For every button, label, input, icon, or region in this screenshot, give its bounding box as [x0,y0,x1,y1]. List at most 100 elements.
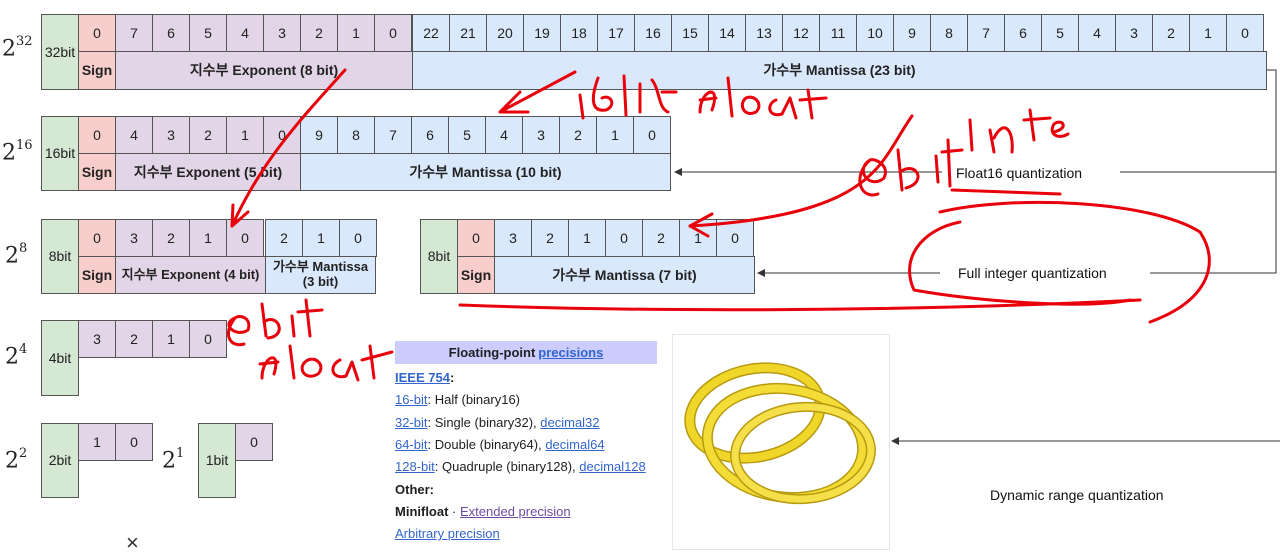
bit-index-cell: 0 [78,116,116,154]
power-2-32: 232 [2,34,33,62]
annotation-8bit-float [226,298,324,347]
mantissa-bit-index: 0 [633,116,671,154]
mantissa-field: 가수부 Mantissa (10 bit) [300,153,671,191]
mantissa-bit-index: 0 [339,219,377,257]
64-bit-link[interactable]: 64-bit [395,437,428,452]
annotation-float2 [258,344,394,382]
quadruple-row: 128-bit: Quadruple (binary128), decimal1… [395,459,646,474]
close-icon[interactable]: × [126,530,139,555]
mantissa-bit-index: 19 [523,14,561,52]
size-label-8bit: 8bit [41,219,79,294]
exponent-field: 지수부 Exponent (5 bit) [115,153,301,191]
mantissa-field: 가수부 Mantissa (23 bit) [412,51,1267,90]
size-label-8bit-int: 8bit [420,219,458,294]
exponent-field: 지수부 Exponent (8 bit) [115,51,413,90]
infobox-title: Floating-point precisions [395,341,657,364]
bit-index-cell: 0 [115,423,153,461]
exponent-bit-index: 4 [226,14,264,52]
exponent-bit-index: 4 [115,116,153,154]
decimal64-link[interactable]: decimal64 [545,437,605,452]
mantissa-bit-index: 0 [1226,14,1264,52]
mantissa-bit-index: 3 [494,219,532,257]
connector-line [1150,69,1277,274]
exponent-bit-index: 2 [152,219,190,257]
bit-index-cell: 0 [78,219,116,257]
power-2-2: 22 [5,446,28,474]
size-label-2bit: 2bit [41,423,79,498]
extended-precision-link[interactable]: Extended precision [460,504,571,519]
exponent-bit-index: 2 [189,116,227,154]
floating-point-infobox: Floating-point precisions IEEE 754: 16-b… [395,341,657,543]
decimal128-link[interactable]: decimal128 [579,459,646,474]
mantissa-bit-index: 10 [856,14,894,52]
full-integer-quantization-label: Full integer quantization [952,263,1113,283]
mantissa-bit-index: 20 [486,14,524,52]
mantissa-bit-index: 9 [893,14,931,52]
rubber-band-icon [684,362,876,505]
annotation-arrow [688,114,914,238]
arbitrary-precision-link[interactable]: Arbitrary precision [395,526,500,541]
exponent-bit-index: 6 [152,14,190,52]
sign-field: Sign [78,256,116,294]
mantissa-bit-index: 3 [1115,14,1153,52]
exponent-bit-index: 0 [226,219,264,257]
mantissa-field: 가수부 Mantissa (7 bit) [494,256,755,294]
exponent-bit-index: 0 [263,116,301,154]
mantissa-bit-index: 11 [819,14,857,52]
mantissa-bit-index: 0 [716,219,754,257]
bit-index-cell: 1 [78,423,116,461]
decimal32-link[interactable]: decimal32 [540,415,600,430]
ieee-754-link[interactable]: IEEE 754 [395,370,450,385]
exponent-bit-index: 2 [300,14,338,52]
mantissa-bit-index: 15 [671,14,709,52]
double-text: : Double (binary64), [427,437,546,452]
single-row: 32-bit: Single (binary32), decimal32 [395,415,600,430]
exponent-bit-index: 0 [374,14,412,52]
bit-index-cell: 0 [235,423,273,461]
mantissa-bit-index: 2 [531,219,569,257]
power-2-8: 28 [5,241,28,269]
exponent-bit-index: 5 [189,14,227,52]
exponent-bit-index: 1 [226,116,264,154]
sign-field: Sign [457,256,495,294]
mantissa-field: 가수부 Mantissa (3 bit) [265,256,376,294]
annotation-int [968,108,1070,154]
mantissa-bit-index: 5 [1041,14,1079,52]
dynamic-range-quantization-label: Dynamic range quantization [984,485,1170,505]
mantissa-bit-index: 16 [634,14,672,52]
mantissa-bit-index: 4 [1078,14,1116,52]
annotation-underline [950,188,1062,196]
exponent-bit-index: 1 [337,14,375,52]
32-bit-link[interactable]: 32-bit [395,415,428,430]
mantissa-bit-index: 6 [1004,14,1042,52]
mantissa-bit-index: 0 [605,219,643,257]
exponent-bit-index: 3 [263,14,301,52]
mantissa-bit-index: 1 [568,219,606,257]
mantissa-bit-index: 1 [679,219,717,257]
exponent-bit-index: 7 [115,14,153,52]
mantissa-bit-index: 2 [265,219,303,257]
separator-dot: · [448,504,460,519]
16-bit-link[interactable]: 16-bit [395,392,428,407]
precisions-link[interactable]: precisions [538,345,604,360]
infobox-title-text: Floating-point [448,345,536,360]
mantissa-bit-index: 8 [337,116,375,154]
bit-index-cell: 0 [78,14,116,52]
mantissa-bit-index: 1 [302,219,340,257]
mantissa-bit-index: 3 [522,116,560,154]
annotation-underline [458,298,1142,312]
power-2-1: 21 [162,446,185,474]
mantissa-bit-index: 1 [1189,14,1227,52]
float16-quantization-label: Float16 quantization [950,163,1089,183]
quadruple-text: : Quadruple (binary128), [434,459,580,474]
128-bit-link[interactable]: 128-bit [395,459,435,474]
bit-index-cell: 3 [78,320,116,358]
mantissa-bit-index: 22 [412,14,450,52]
size-label-16bit: 16bit [41,116,79,191]
half-text: : Half (binary16) [427,392,521,407]
sign-field: Sign [78,153,116,191]
mantissa-bit-index: 18 [560,14,598,52]
exponent-bit-index: 1 [189,219,227,257]
mantissa-bit-index: 2 [642,219,680,257]
mantissa-bit-index: 6 [411,116,449,154]
